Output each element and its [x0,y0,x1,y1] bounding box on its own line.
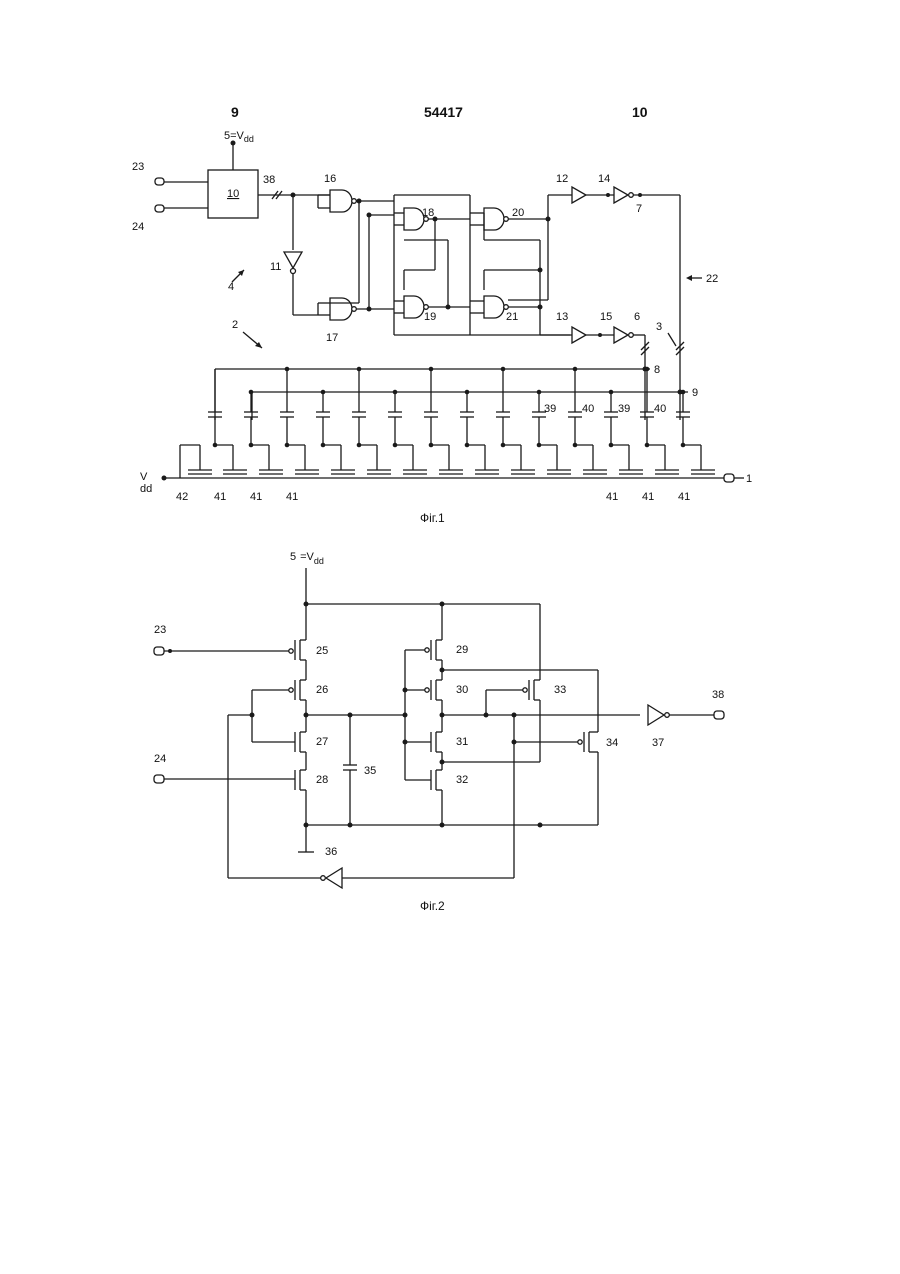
label-39a: 39 [544,403,556,415]
fig2-label-23: 23 [154,624,166,636]
label-41f: 41 [678,491,690,503]
fig1-vdd-label: Vdd [140,471,152,495]
label-18: 18 [422,207,434,219]
label-41e: 41 [642,491,654,503]
figure-2-caption: Фіг.2 [420,899,445,913]
fig2-label-31: 31 [456,736,468,748]
charge-pump-chain [208,367,715,474]
label-40a: 40 [582,403,594,415]
label-14: 14 [598,173,610,185]
label-15: 15 [600,311,612,323]
label-23: 23 [132,161,144,173]
label-19: 19 [424,311,436,323]
terminal-24 [155,205,164,212]
label-41c: 41 [286,491,298,503]
fig2-label-25: 25 [316,645,328,657]
label-9: 9 [692,387,698,399]
label-40b: 40 [654,403,666,415]
fig2-label-29: 29 [456,644,468,656]
label-41a: 41 [214,491,226,503]
gate-20 [484,208,504,230]
label-17: 17 [326,332,338,344]
label-22: 22 [706,273,718,285]
terminal-23 [155,178,164,185]
fig2-label-28: 28 [316,774,328,786]
label-41b: 41 [250,491,262,503]
label-8: 8 [654,364,660,376]
fig1-supply-label: 5=Vdd [224,130,254,144]
fig2-label-34: 34 [606,737,618,749]
fig2-label-26: 26 [316,684,328,696]
left-transistor-stack [252,640,314,852]
label-3: 3 [656,321,662,333]
figure-1: 5=Vdd 10 23 24 38 11 4 2 [132,130,752,525]
terminal-1 [724,474,734,482]
gate-19 [404,296,424,318]
label-21: 21 [506,311,518,323]
fig2-supply-label: 5=Vdd [290,551,324,566]
label-13: 13 [556,311,568,323]
fig2-label-24: 24 [154,753,166,765]
label-7: 7 [636,203,642,215]
gate-16 [330,190,352,212]
block-10-label: 10 [227,188,239,200]
label-16: 16 [324,173,336,185]
inverter-11 [284,252,302,268]
label-1: 1 [746,473,752,485]
fig2-label-35: 35 [364,765,376,777]
label-6: 6 [634,311,640,323]
fig2-terminal-38 [714,711,724,719]
label-12: 12 [556,173,568,185]
figure-2: 5=Vdd 23 24 [154,551,724,913]
fig2-label-27: 27 [316,736,328,748]
inverter-14 [614,187,628,203]
fig2-label-38: 38 [712,689,724,701]
fig2-terminal-23 [154,647,164,655]
gate-21 [484,296,504,318]
gate-17 [330,298,352,320]
label-38: 38 [263,174,275,186]
right-transistor-stack [425,604,445,825]
inverter-15 [614,327,628,343]
label-2: 2 [232,319,238,331]
inverter-37 [648,705,664,725]
figure-1-caption: Фіг.1 [420,511,445,525]
label-24: 24 [132,221,144,233]
fig2-label-30: 30 [456,684,468,696]
inverter-36 [326,868,342,888]
label-11: 11 [270,261,281,273]
label-39b: 39 [618,403,630,415]
label-4: 4 [228,281,234,293]
fig2-label-37: 37 [652,737,664,749]
gate-18 [404,208,424,230]
label-41d: 41 [606,491,618,503]
fig2-label-33: 33 [554,684,566,696]
fig2-terminal-24 [154,775,164,783]
label-20: 20 [512,207,524,219]
label-42: 42 [176,491,188,503]
buffer-13 [572,327,586,343]
fig2-label-36: 36 [325,846,337,858]
fig2-label-32: 32 [456,774,468,786]
buffer-12 [572,187,586,203]
